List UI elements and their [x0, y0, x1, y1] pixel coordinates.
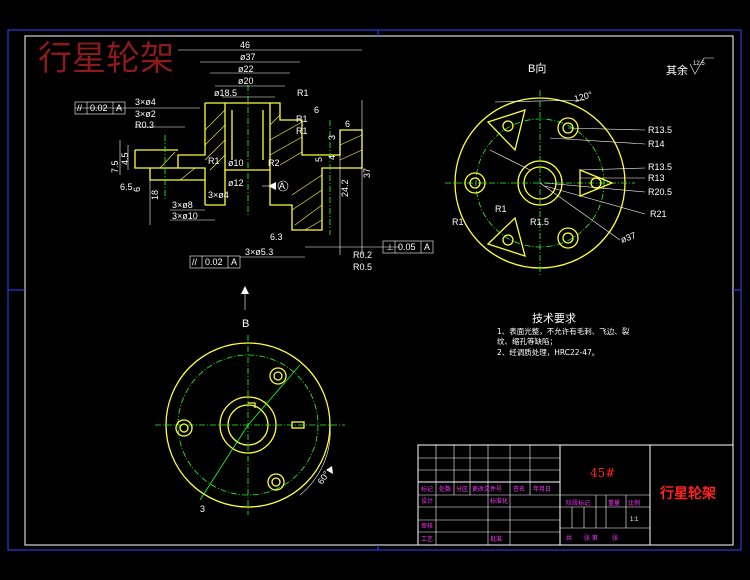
radius-r14: R14 — [648, 139, 665, 149]
dim-r2: R2 — [268, 158, 280, 168]
part-name: 行星轮架 — [659, 485, 716, 502]
svg-text:⊥: ⊥ — [386, 242, 394, 252]
dim-6: 6 — [314, 105, 319, 115]
svg-text:审核: 审核 — [421, 522, 433, 530]
svg-text:A: A — [424, 242, 430, 252]
svg-text:共: 共 — [566, 534, 572, 542]
radius-r13: R13 — [648, 173, 665, 183]
tolerance-frame-1: // 0.02 A — [74, 101, 126, 115]
b-direction-arrow: B — [241, 286, 249, 330]
svg-text:B: B — [242, 318, 249, 330]
radius-r1-b: R1 — [495, 204, 507, 214]
svg-text:0.05: 0.05 — [398, 242, 416, 252]
dim-d10: ø10 — [228, 158, 244, 168]
inner-border — [24, 35, 734, 546]
dim-6b: 6 — [345, 119, 350, 129]
dim-r1-left: R1 — [208, 156, 220, 166]
dim-holes-40: 3×ø4 — [208, 190, 229, 200]
dim-4: 4 — [327, 155, 337, 160]
b-view-right: B向 120° R13.5 R14 R13.5 R13 R20.5 R21 R1… — [445, 61, 672, 275]
svg-text:A: A — [116, 103, 122, 113]
dim-5: 5 — [314, 157, 324, 162]
dim-18: 18 — [150, 190, 160, 200]
dim-d12: ø12 — [228, 178, 244, 188]
svg-text:处数: 处数 — [439, 485, 451, 493]
angle-120: 120° — [573, 89, 594, 104]
dim-46: 46 — [240, 40, 250, 50]
svg-text:0.02: 0.02 — [90, 103, 108, 113]
svg-text://: // — [77, 103, 83, 113]
svg-text:更改文件号: 更改文件号 — [472, 485, 502, 493]
svg-text:设计: 设计 — [421, 497, 433, 505]
svg-text:0.02: 0.02 — [205, 257, 223, 267]
diameter-37: ø37 — [619, 230, 637, 245]
dim-holes-5-3: 3×ø5.3 — [245, 247, 273, 257]
dim-r0-5: R0.5 — [353, 262, 372, 272]
svg-text:年月日: 年月日 — [533, 485, 551, 493]
section-view — [75, 49, 400, 258]
section-dimensions: 46 ø37 ø22 ø20 ø18.5 R1 6 6 3×ø4 3×ø2 R0… — [110, 40, 372, 272]
tech-item-1: 1、表面光整，不允许有毛刺、飞边、裂 — [497, 326, 630, 336]
roughness-value: 12.5 — [693, 61, 705, 67]
svg-text:工艺: 工艺 — [421, 535, 433, 543]
radius-r1-a: R1 — [452, 217, 464, 227]
dim-d37: ø37 — [240, 52, 256, 62]
dim-holes-4: 3×ø4 — [135, 97, 156, 107]
tolerance-frame-3: ⊥ 0.05 A — [382, 240, 434, 254]
radius-r13-5-a: R13.5 — [648, 125, 672, 135]
material: 45# — [590, 466, 615, 480]
dim-d20: ø20 — [238, 76, 254, 86]
dim-3: 3 — [327, 135, 337, 140]
tech-item-1b: 纹、缩孔等缺陷； — [497, 336, 557, 346]
svg-text://: // — [192, 257, 198, 267]
dim-6-v: 6 — [132, 187, 142, 192]
dim-d18-5: ø18.5 — [214, 88, 237, 98]
dim-holes-8: 3×ø8 — [172, 200, 193, 210]
svg-text:阶段标记: 阶段标记 — [566, 499, 590, 507]
svg-text:张 第: 张 第 — [584, 534, 598, 542]
tech-item-2: 2、经调质处理，HRC22-47。 — [497, 347, 599, 357]
dim-r1-right: R1 — [296, 126, 308, 136]
dim-37: 37 — [362, 168, 372, 178]
radius-r1-5: R1.5 — [530, 217, 549, 227]
radius-r13-5-b: R13.5 — [648, 162, 672, 172]
dim-4-5: 4.5 — [120, 152, 130, 165]
dim-holes-10: 3×ø10 — [172, 211, 198, 221]
dim-holes-2: 3×ø2 — [135, 109, 156, 119]
svg-text:A: A — [231, 257, 237, 267]
svg-text:签名: 签名 — [513, 485, 525, 493]
dim-r0-2: R0.2 — [353, 250, 372, 260]
view-b-label: B向 — [528, 61, 546, 75]
watermark-title: 行星轮架 — [38, 39, 174, 79]
radius-r20-5: R20.5 — [648, 187, 672, 197]
dim-3-bottom: 3 — [200, 504, 205, 514]
dim-6-5: 6.5 — [120, 182, 133, 192]
svg-text:标准化: 标准化 — [490, 497, 508, 505]
roughness-note: 其余 12.5 — [666, 57, 714, 77]
svg-text:分区: 分区 — [456, 485, 468, 493]
dim-r0-3: R0.3 — [135, 120, 154, 130]
dim-r1-top: R1 — [297, 88, 309, 98]
svg-text:比例: 比例 — [628, 499, 640, 507]
dim-24-2: 24.2 — [340, 179, 350, 197]
datum-a: A — [279, 181, 285, 191]
svg-text:张: 张 — [612, 534, 618, 542]
scale-value: 1:1 — [630, 517, 639, 523]
bottom-view: 60° 3 — [155, 335, 345, 515]
dim-r1-mid: R1 — [296, 114, 308, 124]
title-block: 45# 行星轮架 标记 处数 分区 更改文件号 签名 年月日 设计 标准化 阶段… — [417, 444, 734, 546]
tech-title: 技术要求 — [532, 312, 576, 325]
svg-text:标记: 标记 — [421, 485, 433, 493]
dim-6-3: 6.3 — [270, 232, 283, 242]
dim-d22: ø22 — [238, 64, 254, 74]
tolerance-frame-2: // 0.02 A — [189, 255, 241, 269]
radius-r21: R21 — [650, 209, 667, 219]
svg-text:批准: 批准 — [490, 535, 502, 543]
roughness-label: 其余 — [666, 63, 688, 77]
technical-requirements: 技术要求 1、表面光整，不允许有毛刺、飞边、裂 纹、缩孔等缺陷； 2、经调质处理… — [497, 312, 630, 357]
dim-7-5: 7.5 — [110, 160, 120, 173]
svg-text:重量: 重量 — [608, 499, 620, 507]
